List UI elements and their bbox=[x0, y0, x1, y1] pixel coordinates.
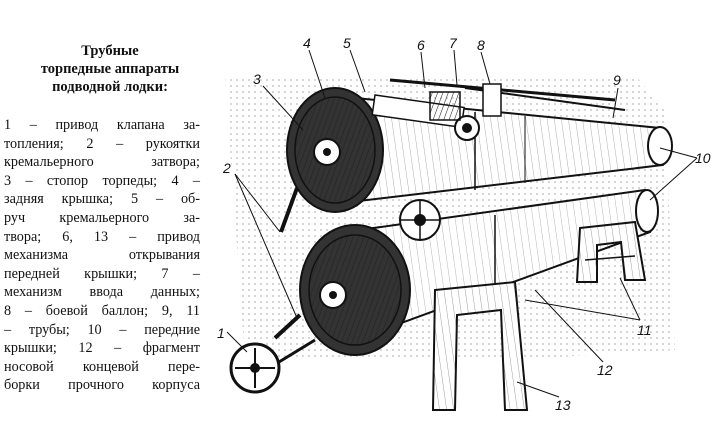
valve-handwheel bbox=[229, 338, 316, 394]
caption-line: борки прочного корпуса bbox=[4, 377, 200, 394]
callout-10: 10 bbox=[695, 150, 711, 166]
title-line: подводной лодки: bbox=[52, 79, 168, 95]
caption-line: твора; 6, 13 – привод bbox=[4, 228, 200, 245]
tube-supports bbox=[431, 220, 647, 411]
caption-line: топления; 2 – рукоятки bbox=[4, 135, 200, 152]
caption-line: – трубы; 10 – передние bbox=[4, 321, 200, 338]
callout-3: 3 bbox=[253, 71, 261, 87]
callout-13: 13 bbox=[555, 397, 571, 413]
caption-line: 1 – привод клапана за- bbox=[4, 117, 200, 133]
callout-9: 9 bbox=[613, 72, 621, 88]
torpedo-tubes-drawing: 1 2 3 4 5 6 7 8 9 10 11 12 13 bbox=[217, 35, 711, 413]
callout-2: 2 bbox=[222, 160, 231, 176]
callout-8: 8 bbox=[477, 37, 485, 53]
caption-line: задняя крышка; 5 – об- bbox=[4, 191, 200, 208]
upper-mechanisms bbox=[389, 78, 626, 141]
callout-7: 7 bbox=[449, 35, 458, 51]
figure-title: Трубные торпедные аппараты подводной лод… bbox=[20, 42, 200, 96]
callout-1: 1 bbox=[217, 325, 225, 341]
caption-line: руч кремальерного за- bbox=[4, 209, 200, 226]
leader-lines bbox=[226, 49, 698, 398]
caption-line: механизма открывания bbox=[4, 247, 200, 264]
locking-handles bbox=[273, 187, 302, 340]
callout-labels: 1 2 3 4 5 6 7 8 9 10 11 12 13 bbox=[217, 35, 711, 413]
title-line: торпедные аппараты bbox=[40, 61, 180, 77]
callout-6: 6 bbox=[417, 37, 425, 53]
caption-line: 8 – боевой баллон; 9, 11 bbox=[4, 302, 200, 319]
callout-12: 12 bbox=[597, 362, 613, 378]
caption-line: механизм ввода данных; bbox=[4, 284, 200, 301]
callout-5: 5 bbox=[343, 35, 351, 51]
caption-line: носовой концевой пере- bbox=[4, 358, 200, 375]
title-line: Трубные bbox=[81, 43, 139, 59]
caption-line: 3 – стопор торпеды; 4 – bbox=[4, 172, 200, 189]
caption-line: кремальерного затвора; bbox=[4, 154, 200, 171]
caption-line: передней крышки; 7 – bbox=[4, 265, 200, 282]
figure-caption: 1 – привод клапана за- топления; 2 – рук… bbox=[4, 116, 200, 395]
caption-line: крышки; 12 – фрагмент bbox=[4, 340, 200, 357]
upper-tube bbox=[324, 93, 673, 207]
callout-4: 4 bbox=[303, 35, 311, 51]
callout-11: 11 bbox=[637, 322, 652, 338]
lower-rear-cover bbox=[299, 199, 441, 356]
